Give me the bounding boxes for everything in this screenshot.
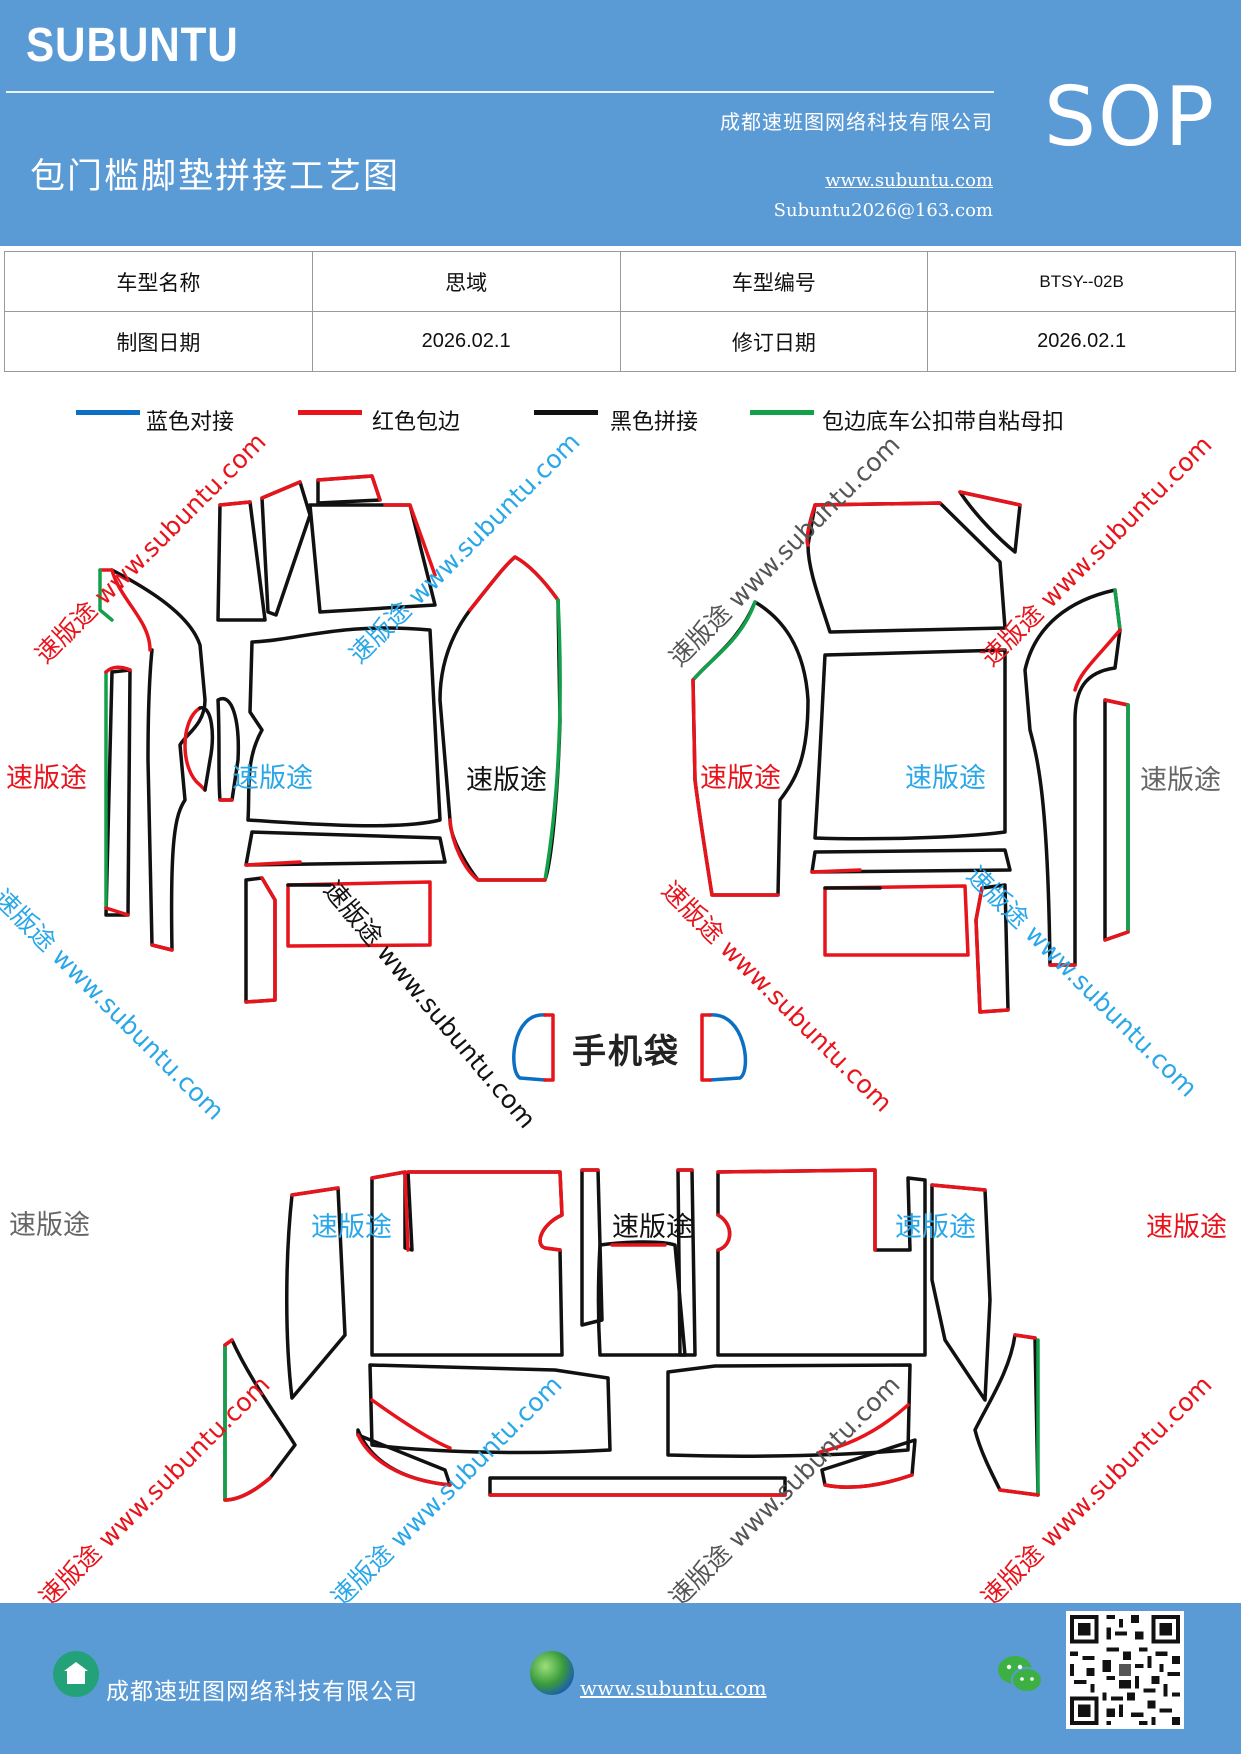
watermark-stamp: 速版途 [1146,1212,1227,1243]
website-link[interactable]: www.subuntu.com [825,170,993,191]
vehicle-info-table: 车型名称 思域 车型编号 BTSY--02B 制图日期 2026.02.1 修订… [4,251,1236,372]
watermark-stamp: 速版途 [311,1212,392,1243]
model-code-value: BTSY--02B [927,251,1236,312]
watermark-stamp: 速版途 [905,763,986,794]
front-left-mat-group [98,474,562,1004]
brand-logo: SUBUNTU [26,19,239,72]
phone-bag-label: 手机袋 [572,1032,680,1072]
qr-code [1066,1611,1184,1729]
footer-website-link[interactable]: www.subuntu.com [580,1676,767,1700]
phone-bag-shapes [512,1013,748,1082]
watermark-stamp: 速版途 [9,1210,90,1241]
model-name-label: 车型名称 [4,251,313,312]
model-code-label: 车型编号 [619,251,929,312]
footer-company: 成都速班图网络科技有限公司 [106,1679,418,1705]
wechat-icon[interactable] [996,1652,1044,1698]
legend-swatch-green [750,410,814,415]
watermark-stamp: 速版途 [466,765,547,796]
watermark-stamp: 速版途 [700,763,781,794]
watermark-stamp: 速版途 [6,763,87,794]
legend-label: 包边底车公扣带自粘母扣 [822,410,1065,435]
legend-label: 红色包边 [372,410,461,435]
header-divider [6,91,994,93]
model-name-value: 思域 [311,251,621,312]
legend-swatch-blue [76,410,140,415]
table-row: 制图日期 2026.02.1 修订日期 2026.02.1 [4,311,1236,372]
legend-swatch-black [534,410,598,415]
watermark-stamp: 速版途 [895,1212,976,1243]
page-title: 包门槛脚垫拼接工艺图 [30,157,401,197]
watermark-stamp: 速版途 [232,763,313,794]
company-name: 成都速班图网络科技有限公司 [720,110,993,134]
draw-date-value: 2026.02.1 [311,311,621,372]
legend-label: 蓝色对接 [146,410,235,435]
front-right-mat-group [691,490,1130,1014]
sop-badge: SOP [1044,70,1217,165]
draw-date-label: 制图日期 [4,311,313,372]
legend-label: 黑色拼接 [610,410,699,435]
home-icon [53,1651,99,1697]
legend-swatch-red [298,410,362,415]
watermark-stamp: 速版途 [1140,765,1221,796]
watermark-stamp: 速版途 [612,1212,693,1243]
revise-date-label: 修订日期 [619,311,929,372]
header-banner: SUBUNTU 成都速班图网络科技有限公司 包门槛脚垫拼接工艺图 www.sub… [0,0,1241,246]
table-row: 车型名称 思域 车型编号 BTSY--02B [4,251,1236,312]
revise-date-value: 2026.02.1 [927,311,1236,372]
globe-icon [530,1651,574,1695]
email-address: Subuntu2026@163.com [773,200,993,221]
rear-mat-group [223,1168,1040,1502]
